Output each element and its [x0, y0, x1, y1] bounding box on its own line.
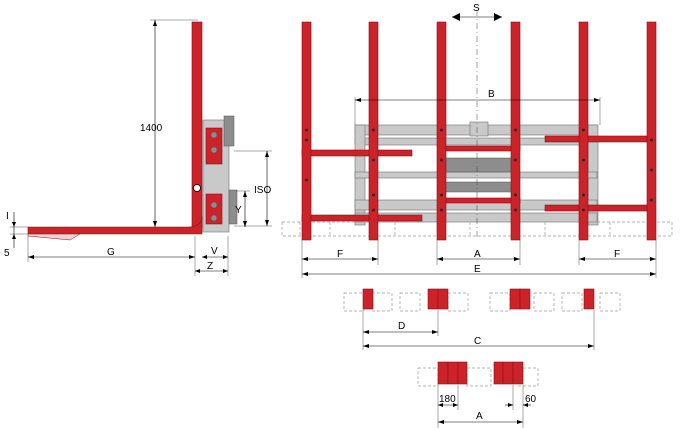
side-cylinder-bottom — [205, 193, 223, 225]
side-pivot-marker — [193, 184, 201, 192]
g-label: G — [107, 247, 115, 258]
arm-right-lower — [544, 204, 656, 212]
s-label: S — [473, 3, 480, 14]
closed-fork-5 — [502, 361, 514, 385]
f-right-label: F — [614, 249, 620, 260]
iso-label: ISO — [254, 185, 271, 196]
top-view-spread: D C — [343, 288, 621, 350]
side-view: 1400 I 5 G V Z ISO — [4, 19, 272, 276]
d-label: D — [398, 321, 405, 332]
spread-fork-1 — [362, 288, 374, 310]
arm-left-lower — [301, 214, 423, 222]
side-fork-shank — [191, 21, 203, 229]
f-left-label: F — [337, 249, 343, 260]
b-label: B — [488, 89, 495, 100]
c-label: C — [474, 336, 481, 347]
spread-fork-2 — [427, 288, 439, 310]
closed-fork-2 — [447, 361, 459, 385]
fork-6 — [646, 21, 657, 241]
spread-fork-3 — [437, 288, 449, 310]
fork-3 — [436, 21, 447, 241]
top-view-closed: 180 60 A — [417, 361, 539, 428]
fork-5 — [578, 21, 589, 241]
frame-center-cylinder — [444, 157, 516, 173]
closed-fork-6 — [512, 361, 524, 385]
w60-label: 60 — [525, 394, 537, 405]
side-fork-blade — [27, 215, 203, 235]
y-label: Y — [235, 205, 242, 216]
front-view: S B F A F E — [281, 3, 673, 278]
a-main-label: A — [474, 249, 481, 260]
spread-fork-5 — [519, 288, 531, 310]
fork-1 — [301, 21, 312, 241]
closed-fork-3 — [457, 361, 468, 385]
closed-fork-4 — [493, 361, 504, 385]
spread-fork-6 — [583, 288, 595, 310]
height-label: 1400 — [140, 123, 163, 134]
side-cylinder-top — [205, 127, 223, 165]
spread-fork-4 — [509, 288, 521, 310]
e-label: E — [474, 264, 481, 275]
five-label: 5 — [4, 248, 10, 259]
i-label: I — [6, 211, 9, 222]
arm-left-upper — [301, 149, 413, 157]
arm-right-upper — [544, 135, 656, 143]
fork-4 — [510, 21, 521, 241]
closed-fork-1 — [437, 361, 449, 385]
fork-2 — [368, 21, 379, 241]
w180-label: 180 — [439, 394, 456, 405]
a-bottom-label: A — [476, 411, 483, 422]
z-label: Z — [207, 261, 213, 272]
v-label: V — [211, 246, 218, 257]
